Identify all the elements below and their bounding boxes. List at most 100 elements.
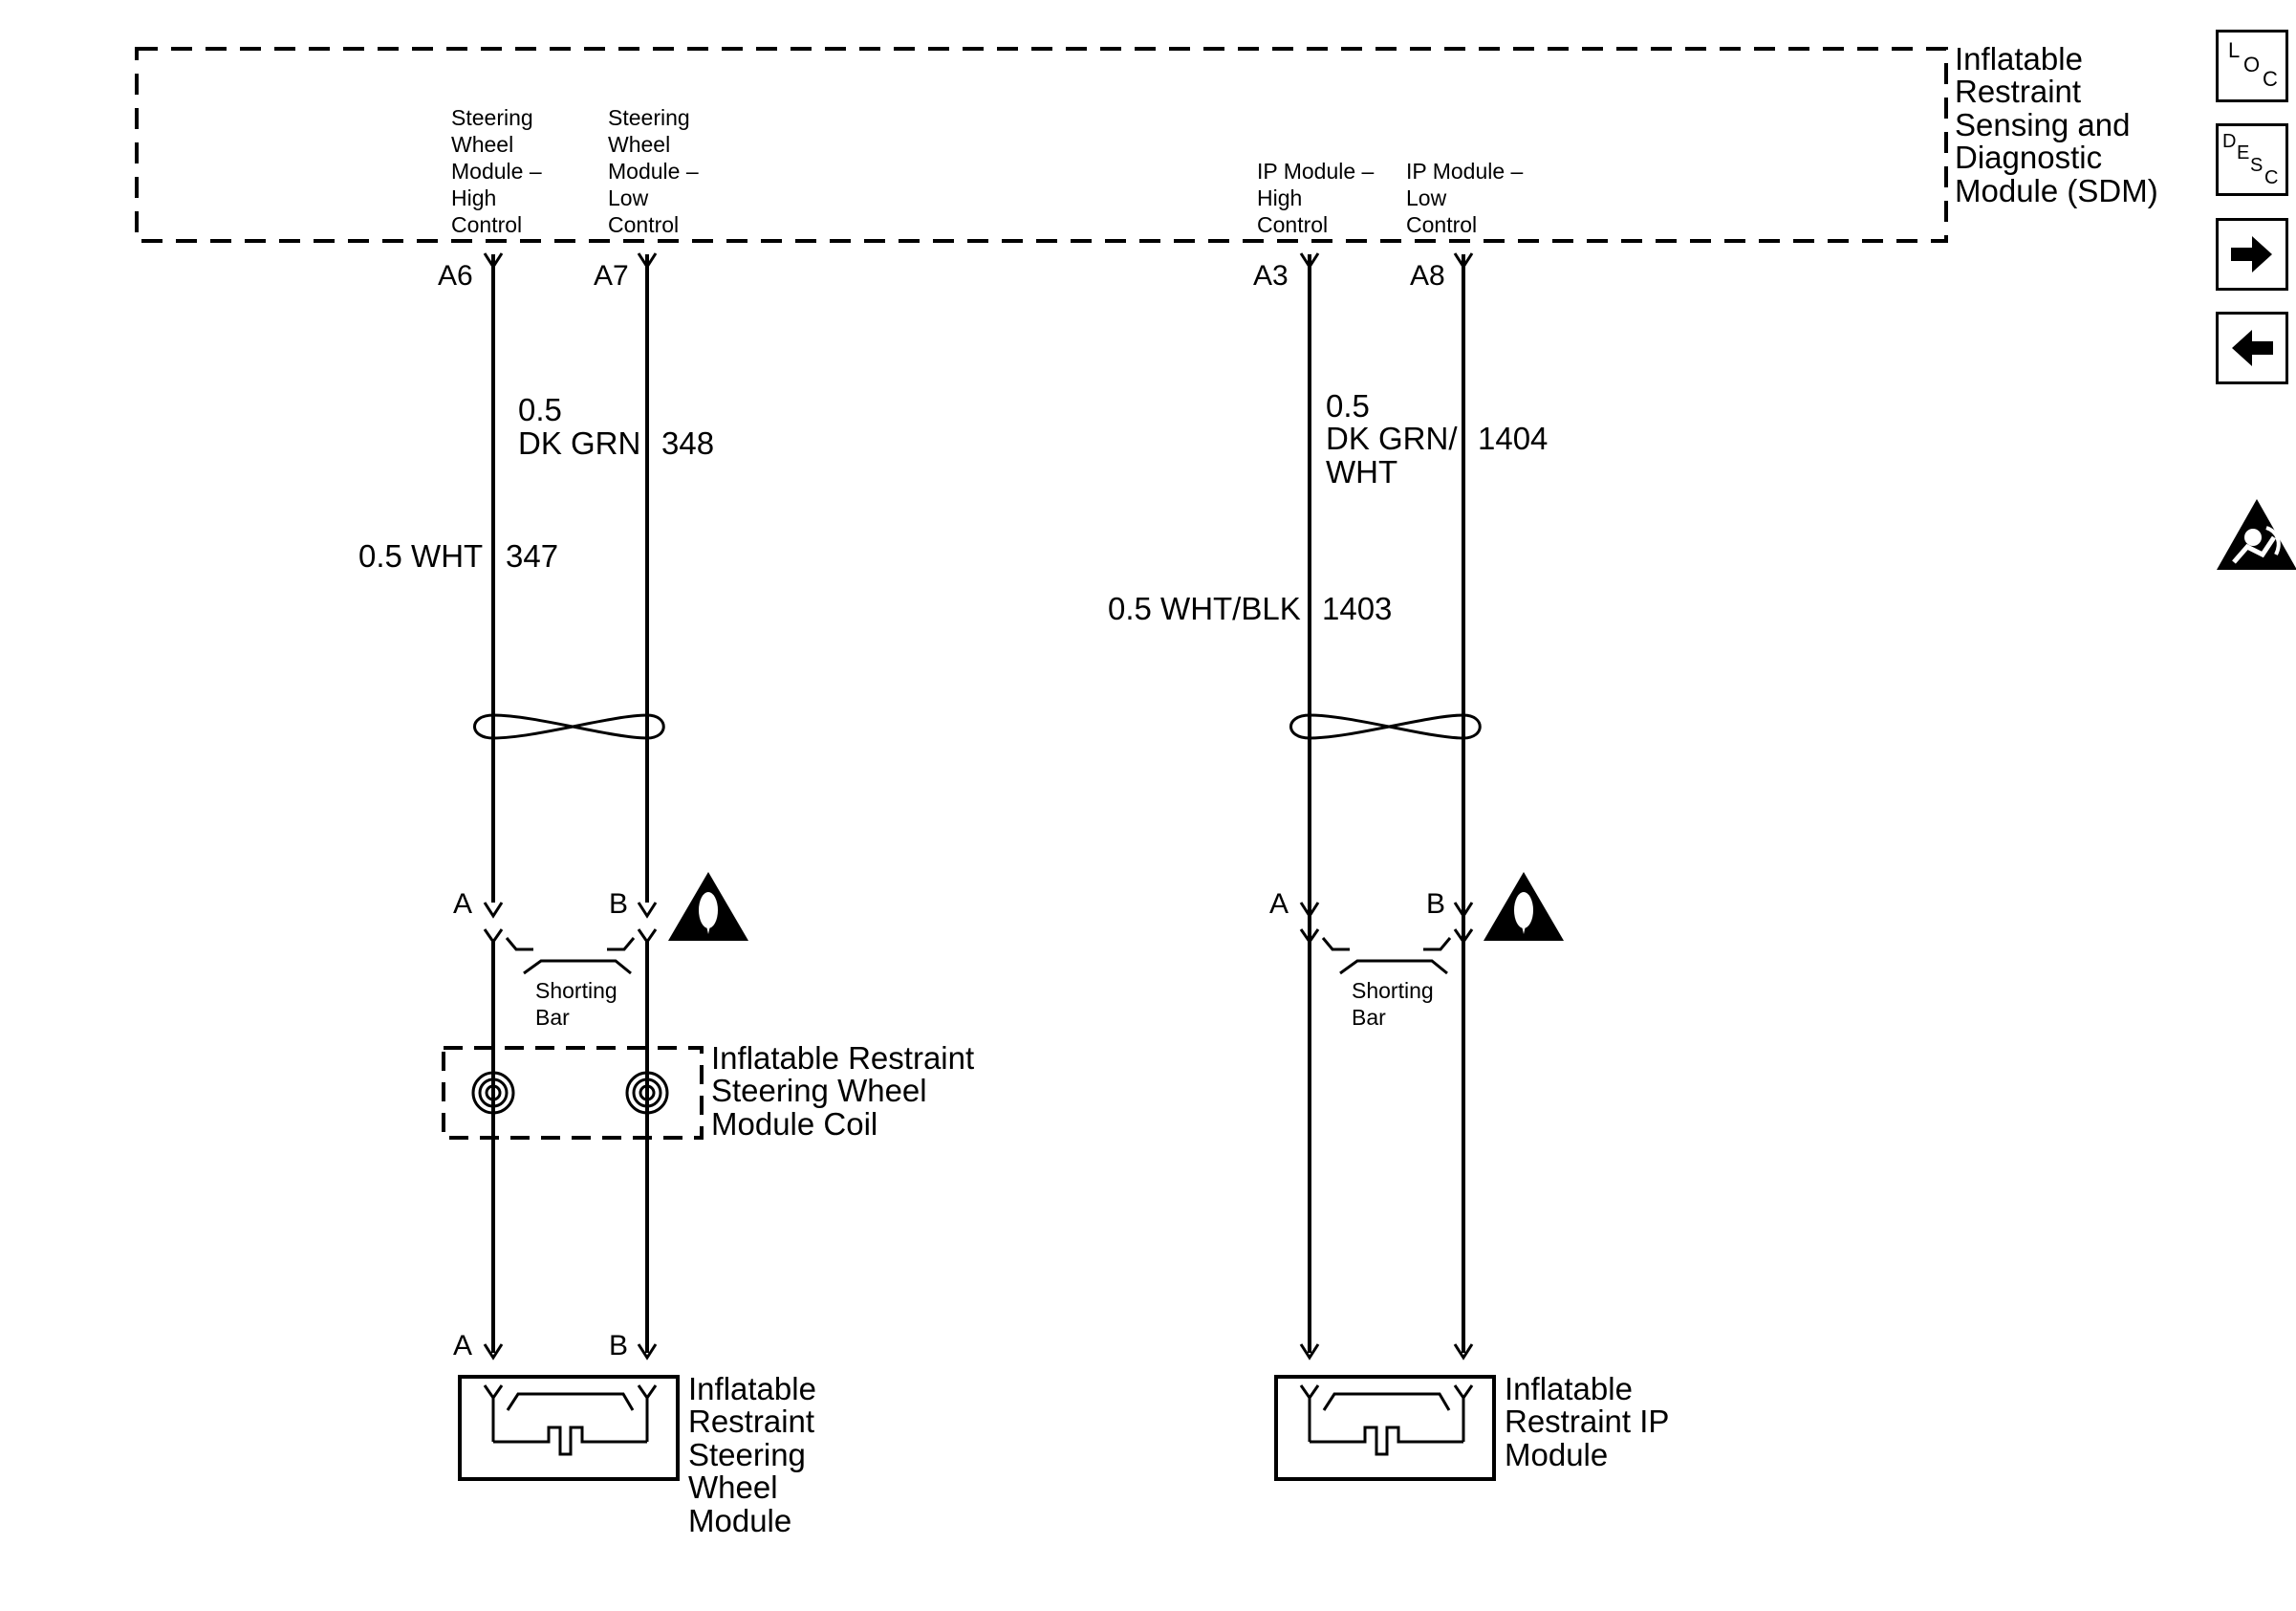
svg-text:E: E [2237, 142, 2249, 163]
svg-text:Inflatable: Inflatable [1505, 1371, 1633, 1406]
ip-module-label: Inflatable Restraint IP Module [1505, 1371, 1669, 1472]
svg-text:Wheel: Wheel [608, 132, 670, 157]
coil-spiral-icon [471, 1071, 669, 1115]
svg-text:Module (SDM): Module (SDM) [1955, 173, 2158, 208]
svg-text:Inflatable Restraint: Inflatable Restraint [711, 1040, 974, 1076]
connector-a-ip: A [1269, 888, 1289, 920]
svg-text:347: 347 [506, 538, 558, 574]
svg-text:1404: 1404 [1478, 421, 1548, 456]
svg-text:Inflatable: Inflatable [1955, 41, 2083, 76]
svg-text:L: L [2228, 38, 2240, 62]
svg-text:Bar: Bar [1352, 1005, 1386, 1030]
sdm-label-ip-low: IP Module – Low Control [1406, 159, 1524, 237]
svg-text:0.5 WHT/BLK: 0.5 WHT/BLK [1108, 591, 1301, 626]
svg-text:Control: Control [451, 212, 522, 237]
sdm-connector-marks [483, 252, 1474, 270]
svg-text:WHT: WHT [1326, 454, 1397, 490]
connector-b-ip: B [1426, 888, 1445, 920]
connector-b-steering: B [609, 888, 628, 920]
module-arrows [483, 1343, 1474, 1361]
svg-text:Shorting: Shorting [535, 978, 617, 1003]
svg-text:C: C [2263, 67, 2278, 91]
svg-text:Module: Module [1505, 1437, 1608, 1472]
svg-text:Steering: Steering [608, 105, 690, 130]
sdm-label-steering-low: Steering Wheel Module – Low Control [608, 105, 699, 237]
svg-text:Restraint: Restraint [688, 1404, 814, 1439]
module-pin-a-steering: A [453, 1330, 472, 1361]
svg-text:Steering: Steering [451, 105, 533, 130]
warning-icon-ip [1484, 872, 1564, 941]
sdm-title: Inflatable Restraint Sensing and Diagnos… [1955, 41, 2158, 208]
ip-module-symbol [1274, 1375, 1496, 1481]
sdm-label-ip-high: IP Module – High Control [1257, 159, 1375, 237]
svg-text:0.5: 0.5 [1326, 388, 1370, 424]
svg-text:348: 348 [661, 425, 714, 461]
coil-label: Inflatable Restraint Steering Wheel Modu… [711, 1040, 974, 1142]
location-icon[interactable]: L O C [2216, 30, 2288, 102]
steering-module-symbol [458, 1375, 680, 1481]
wire-347-label: 0.5 WHT 347 [358, 538, 558, 574]
svg-text:Module –: Module – [451, 159, 542, 184]
svg-text:Module Coil: Module Coil [711, 1106, 877, 1142]
previous-arrow-icon[interactable] [2216, 312, 2288, 384]
description-icon[interactable]: D E S C [2216, 123, 2288, 196]
svg-text:Bar: Bar [535, 1005, 570, 1030]
airbag-warning-icon [2217, 499, 2296, 570]
svg-text:Shorting: Shorting [1352, 978, 1434, 1003]
svg-text:High: High [1257, 185, 1302, 210]
connector-a-steering: A [453, 888, 472, 920]
pin-a3: A3 [1253, 260, 1289, 292]
svg-text:Low: Low [1406, 185, 1447, 210]
svg-text:Control: Control [1406, 212, 1477, 237]
shorting-bar-label-ip: Shorting Bar [1352, 978, 1434, 1030]
svg-text:Restraint: Restraint [1955, 74, 2081, 109]
shorting-bar-label-steering: Shorting Bar [535, 978, 617, 1030]
sdm-box [135, 47, 1948, 243]
shorting-bar-steering [505, 937, 533, 951]
connector-steering [483, 902, 658, 975]
svg-text:DK GRN/: DK GRN/ [1326, 421, 1458, 456]
svg-text:Wheel: Wheel [688, 1469, 778, 1505]
svg-text:IP Module –: IP Module – [1406, 159, 1524, 184]
svg-text:D: D [2222, 131, 2236, 152]
svg-text:Low: Low [608, 185, 649, 210]
coil-box [442, 1046, 704, 1140]
connector-ip [1299, 902, 1474, 975]
svg-text:Wheel: Wheel [451, 132, 513, 157]
wires [491, 254, 1465, 1353]
svg-text:IP Module –: IP Module – [1257, 159, 1375, 184]
steering-module-label: Inflatable Restraint Steering Wheel Modu… [688, 1371, 816, 1538]
svg-text:S: S [2250, 155, 2263, 176]
next-arrow-icon[interactable] [2216, 218, 2288, 291]
twisted-pair-steering [473, 713, 665, 740]
svg-text:0.5 WHT: 0.5 WHT [358, 538, 483, 574]
svg-text:DK GRN: DK GRN [518, 425, 640, 461]
svg-text:Restraint IP: Restraint IP [1505, 1404, 1669, 1439]
svg-text:Steering Wheel: Steering Wheel [711, 1073, 927, 1108]
svg-text:Module: Module [688, 1503, 791, 1538]
svg-text:O: O [2243, 53, 2260, 76]
svg-text:1403: 1403 [1322, 591, 1392, 626]
svg-text:Control: Control [608, 212, 679, 237]
twisted-pair-ip [1289, 713, 1482, 740]
wire-1403-label: 0.5 WHT/BLK 1403 [1108, 591, 1392, 626]
shorting-bar-ip [1321, 937, 1350, 951]
svg-text:Module –: Module – [608, 159, 699, 184]
svg-text:Sensing and: Sensing and [1955, 107, 2130, 142]
svg-text:Control: Control [1257, 212, 1328, 237]
svg-text:Inflatable: Inflatable [688, 1371, 816, 1406]
warning-icon-steering [668, 872, 748, 941]
module-pin-b-steering: B [609, 1330, 628, 1361]
pin-a6: A6 [438, 260, 473, 292]
pin-a8: A8 [1410, 260, 1445, 292]
svg-text:C: C [2264, 167, 2278, 188]
svg-text:High: High [451, 185, 496, 210]
wire-348-label: 0.5 DK GRN 348 [518, 392, 714, 461]
sdm-label-steering-high: Steering Wheel Module – High Control [451, 105, 542, 237]
wire-1404-label: 0.5 DK GRN/ WHT 1404 [1326, 388, 1548, 490]
svg-text:0.5: 0.5 [518, 392, 562, 427]
svg-text:Diagnostic: Diagnostic [1955, 140, 2102, 175]
pin-a7: A7 [594, 260, 629, 292]
svg-text:Steering: Steering [688, 1437, 806, 1472]
